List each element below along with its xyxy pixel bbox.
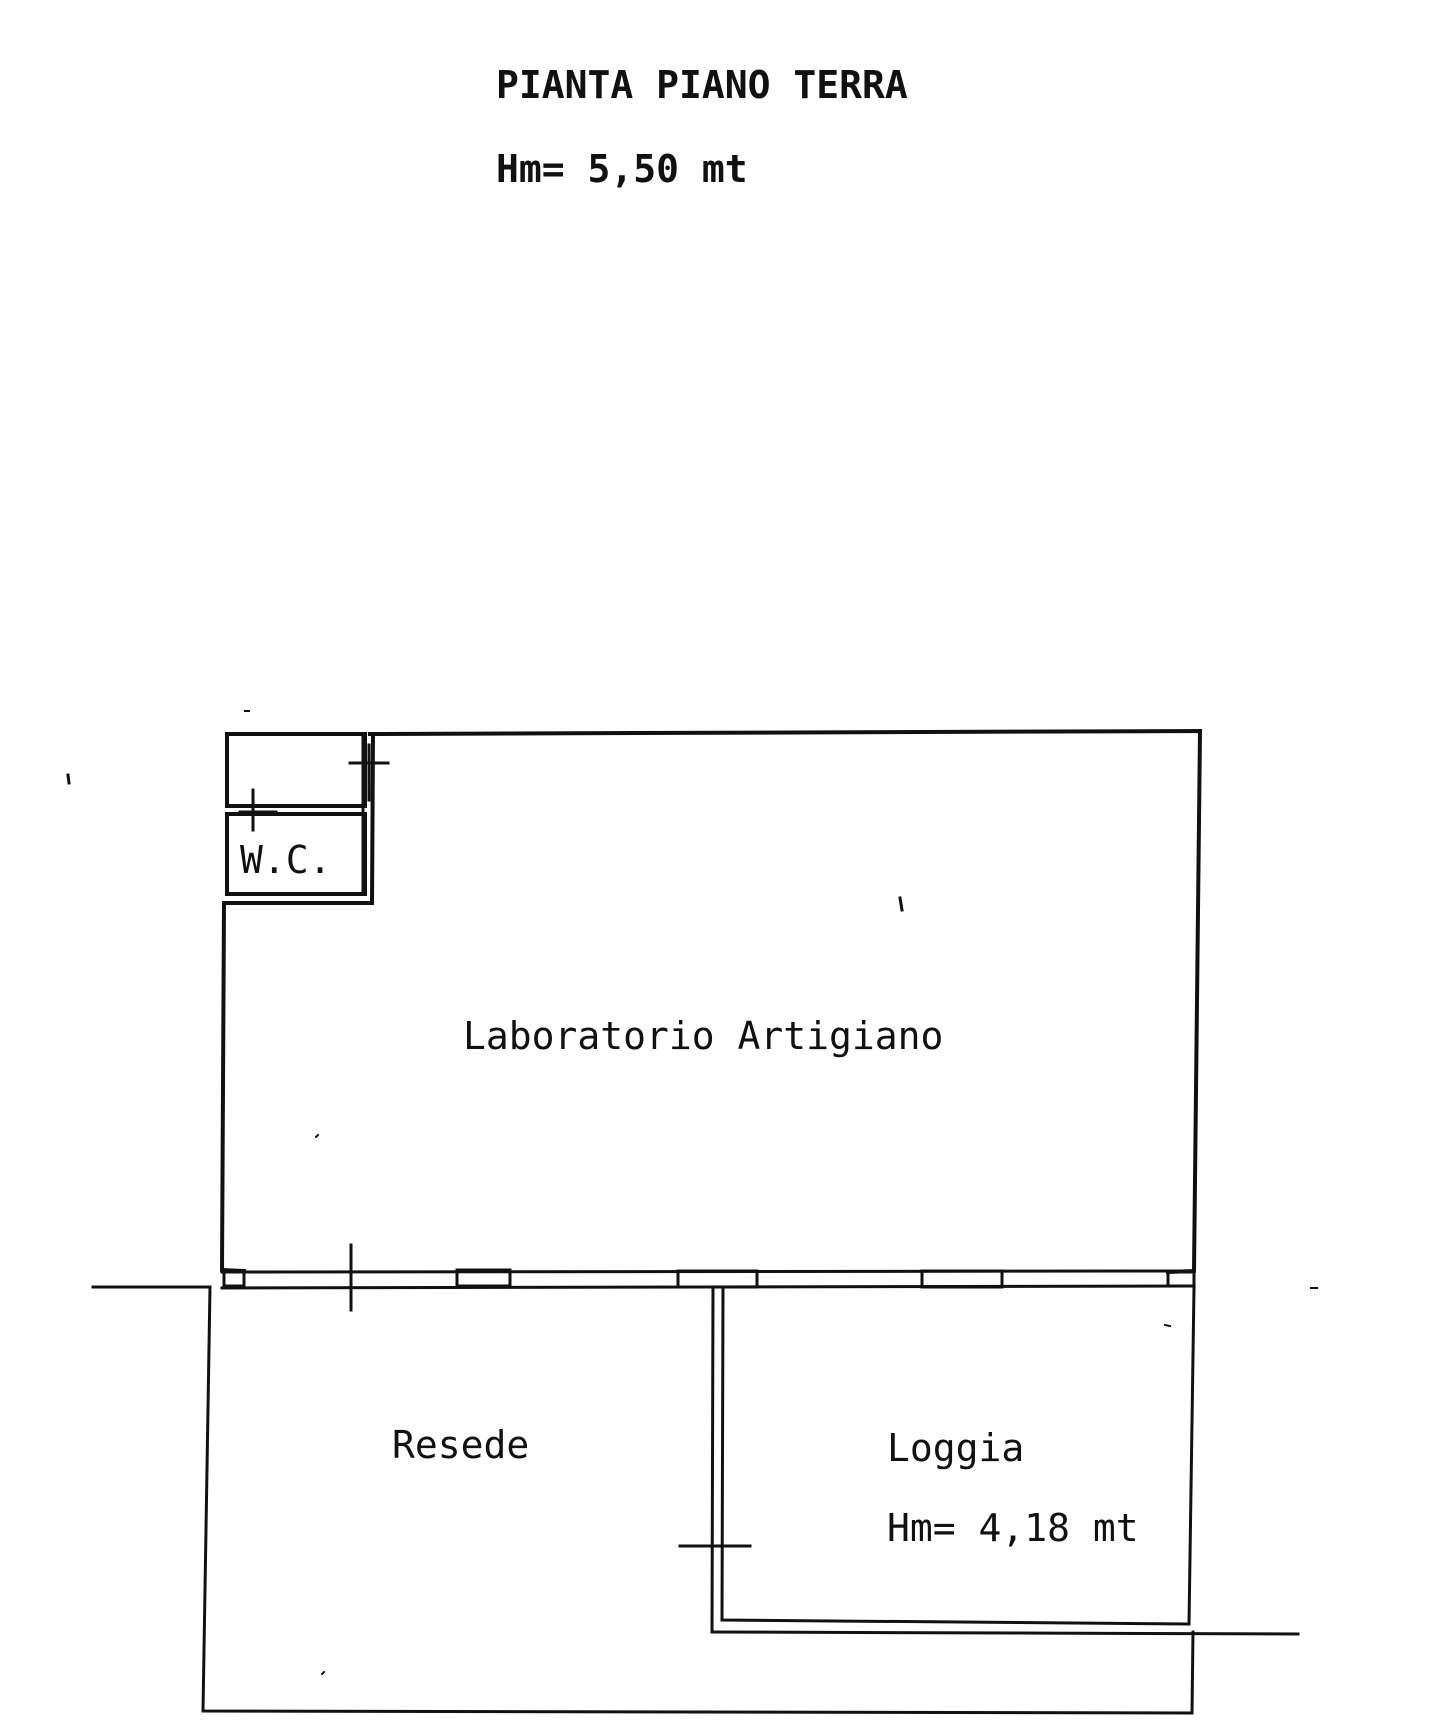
window-2	[676, 1269, 759, 1289]
speck-2	[898, 896, 904, 912]
storage-cell	[225, 732, 367, 808]
drawing-height-note: Hm= 5,50 mt	[496, 147, 748, 191]
room-label-loggia-height: Hm= 4,18 mt	[887, 1506, 1139, 1550]
speck-7	[320, 1670, 326, 1676]
pillar-left	[222, 1270, 246, 1288]
loggia-left-wall	[710, 1286, 1196, 1634]
window-1	[455, 1268, 512, 1288]
loggia-bottom-line	[710, 1630, 1300, 1636]
facade-wall	[220, 1269, 1196, 1290]
drawing-title: PIANTA PIANO TERRA	[496, 63, 908, 107]
speck-6	[1163, 1323, 1172, 1328]
window-3	[920, 1269, 1004, 1289]
room-label-resede: Resede	[392, 1423, 530, 1467]
pillar-right	[1166, 1270, 1196, 1288]
speck-1	[66, 773, 71, 785]
wc-cell	[225, 812, 367, 896]
door-mark-top	[348, 743, 390, 802]
room-label-laboratorio: Laboratorio Artigiano	[463, 1014, 944, 1058]
door-mark-wc	[238, 788, 278, 832]
room-label-wc: W.C.	[240, 838, 332, 882]
laboratory-outer-wall	[219, 728, 1203, 1275]
resede-outline	[201, 1285, 1195, 1715]
speck-4	[314, 1133, 320, 1139]
room-label-loggia: Loggia	[887, 1426, 1025, 1470]
